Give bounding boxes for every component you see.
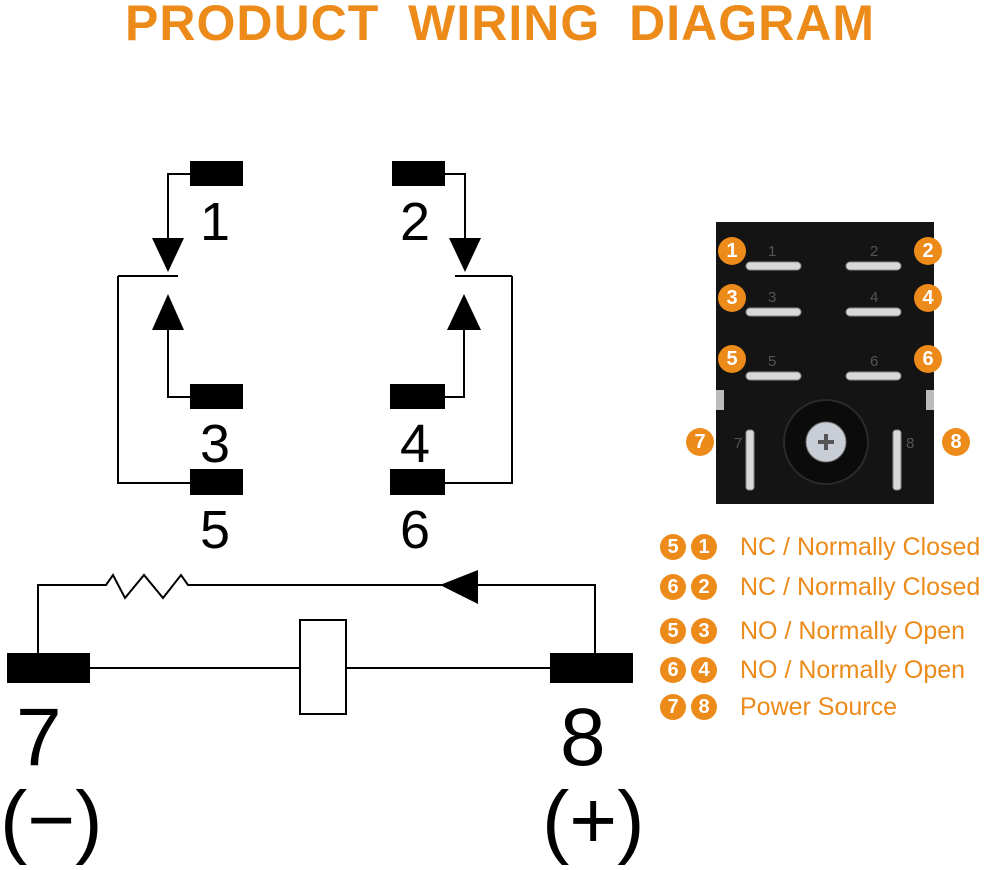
terminal-6 — [390, 469, 445, 495]
contact-group-left: 1 3 5 — [117, 161, 243, 560]
arrow-up-4 — [447, 294, 481, 330]
pin-label-1: 1 — [200, 192, 230, 252]
terminal-4 — [390, 384, 445, 409]
blade-2 — [845, 261, 902, 271]
printed-3: 3 — [768, 289, 776, 306]
legend-badge: 7 — [660, 694, 686, 720]
legend-row: 5 3 NO / Normally Open — [660, 614, 965, 648]
legend-badge: 6 — [660, 657, 686, 683]
wire-6 — [445, 276, 513, 484]
pin-label-2: 2 — [400, 192, 430, 252]
pin-label-3: 3 — [200, 414, 230, 474]
photo-badge-8: 8 — [942, 428, 970, 456]
printed-6: 6 — [870, 353, 878, 370]
terminal-2 — [392, 161, 445, 186]
legend-badge: 3 — [691, 618, 717, 644]
wire-3 — [167, 330, 190, 398]
coil — [299, 619, 347, 715]
legend-badge: 1 — [691, 534, 717, 560]
blade-4 — [845, 307, 902, 317]
photo-badge-6: 6 — [914, 345, 942, 373]
printed-7: 7 — [734, 435, 742, 452]
wire-5 — [117, 276, 190, 484]
legend-text: NC / Normally Closed — [740, 532, 981, 561]
legend-row: 7 8 Power Source — [660, 690, 897, 724]
blade-3 — [745, 307, 802, 317]
legend-badge: 5 — [660, 618, 686, 644]
arrow-down-1 — [152, 238, 184, 272]
terminal-1 — [190, 161, 243, 186]
photo-badge-4: 4 — [914, 284, 942, 312]
arrow-down-2 — [449, 238, 481, 272]
legend-text: NO / Normally Open — [740, 616, 966, 645]
printed-2: 2 — [870, 243, 878, 260]
printed-5: 5 — [768, 353, 776, 370]
photo-badge-5: 5 — [718, 345, 746, 373]
polarity-positive: (+) — [542, 775, 645, 866]
legend-row: 6 2 NC / Normally Closed — [660, 570, 980, 604]
pin-label-6: 6 — [400, 500, 430, 560]
legend-badge: 4 — [691, 657, 717, 683]
photo-badge-7: 7 — [686, 428, 714, 456]
blade-1 — [745, 261, 802, 271]
pin-label-8: 8 — [560, 692, 606, 783]
legend-badge: 2 — [691, 574, 717, 600]
arrow-up-3 — [152, 294, 184, 330]
blade-7 — [745, 429, 755, 491]
coil-circuit: 7 8 (−) (+) — [0, 570, 645, 866]
pin-label-4: 4 — [400, 414, 430, 474]
side-clip-right — [926, 390, 934, 410]
legend-badge: 6 — [660, 574, 686, 600]
blade-5 — [745, 371, 802, 381]
side-clip-left — [716, 390, 724, 410]
terminal-5 — [190, 469, 243, 495]
blade-8 — [892, 429, 902, 491]
relay-base-photo: 1 2 3 4 5 6 7 8 — [716, 222, 934, 504]
contact-group-right: 2 4 6 — [390, 161, 513, 560]
legend-row: 6 4 NO / Normally Open — [660, 653, 965, 687]
wire-2 — [445, 173, 466, 240]
relay-pins: 1 2 3 4 5 6 7 8 — [716, 243, 934, 491]
photo-badge-2: 2 — [914, 237, 942, 265]
printed-1: 1 — [768, 243, 776, 260]
screw-cross — [818, 434, 834, 450]
terminal-7 — [7, 653, 90, 683]
legend-badge: 8 — [691, 694, 717, 720]
printed-4: 4 — [870, 289, 878, 306]
wire-4 — [445, 330, 465, 398]
terminal-8 — [550, 653, 633, 683]
legend-text: Power Source — [740, 692, 898, 721]
wire-1 — [167, 173, 190, 240]
photo-badge-3: 3 — [718, 284, 746, 312]
photo-badge-1: 1 — [718, 237, 746, 265]
diagram-title: PRODUCT WIRING DIAGRAM — [125, 0, 875, 51]
terminal-3 — [190, 384, 243, 409]
polarity-negative: (−) — [0, 775, 103, 866]
legend-row: 5 1 NC / Normally Closed — [660, 530, 980, 564]
coil-wire-top — [37, 573, 596, 653]
printed-8: 8 — [906, 435, 914, 452]
blade-6 — [845, 371, 902, 381]
legend-badge: 5 — [660, 534, 686, 560]
legend-text: NO / Normally Open — [740, 655, 966, 684]
pin-label-7: 7 — [16, 692, 62, 783]
legend-text: NC / Normally Closed — [740, 572, 981, 601]
arrow-left — [440, 570, 478, 604]
pin-label-5: 5 — [200, 500, 230, 560]
